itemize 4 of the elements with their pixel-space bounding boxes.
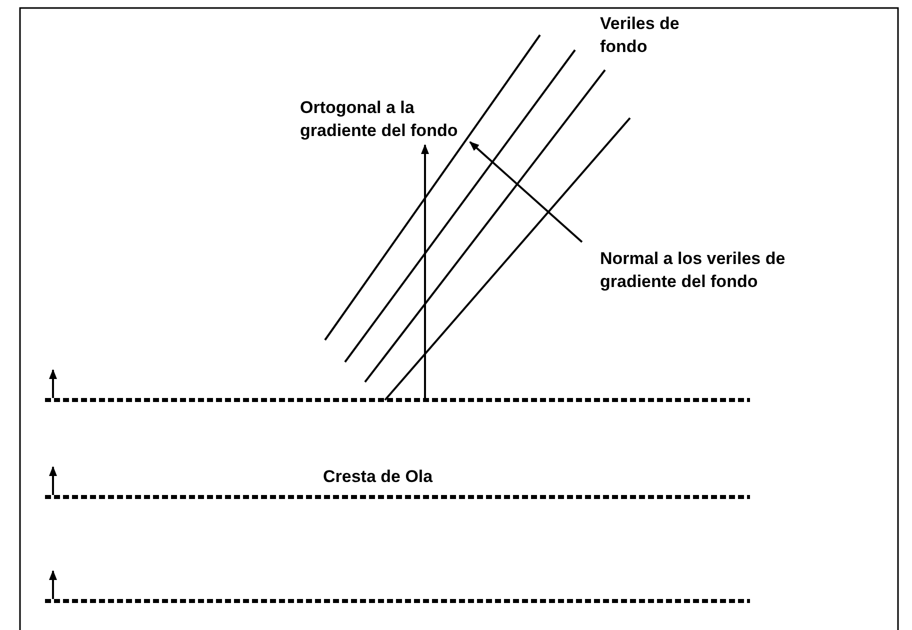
annotation-label: Ortogonal a la gradiente del fondo: [300, 97, 459, 142]
annotation-label: Cresta de Ola: [323, 466, 434, 488]
annotation-label: Normal a los veriles de gradiente del fondo: [600, 248, 786, 293]
annotation-label: Veriles de fondo: [600, 13, 680, 58]
